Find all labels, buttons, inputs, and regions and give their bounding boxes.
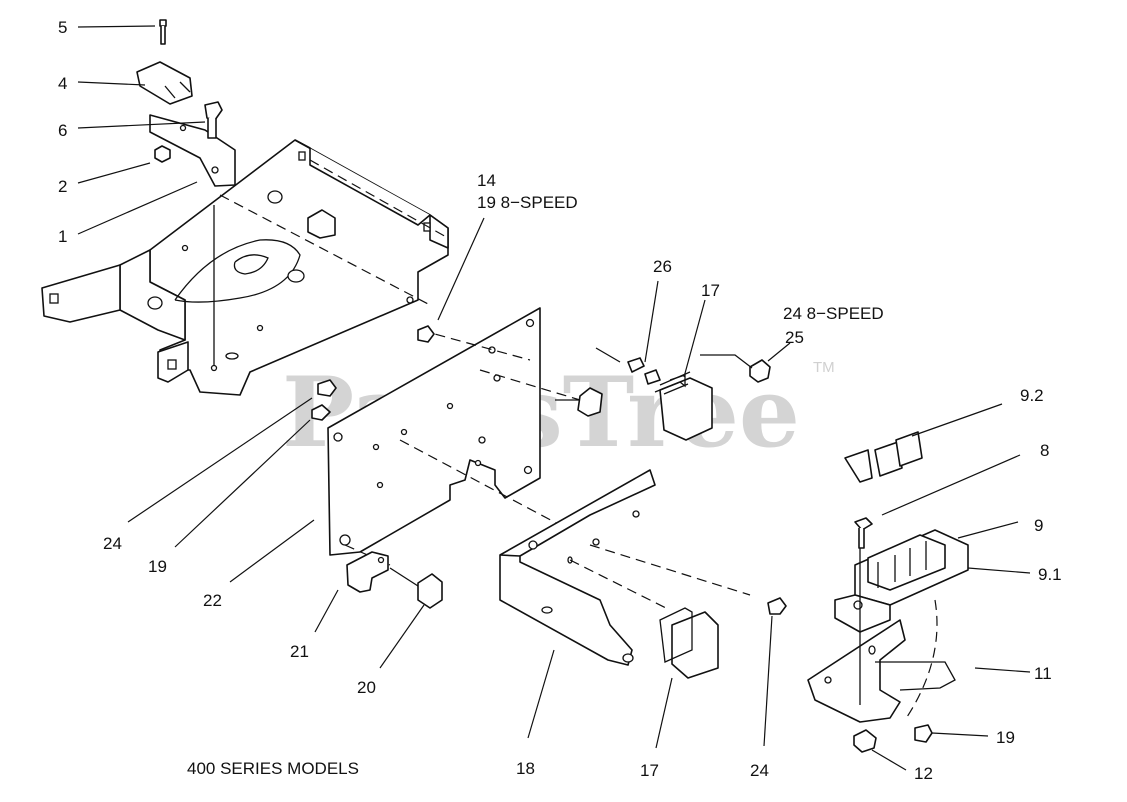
leader-lines bbox=[77, 25, 1031, 771]
fuses bbox=[844, 431, 923, 483]
callout-19-right: 19 bbox=[996, 728, 1015, 747]
callout-18: 18 bbox=[516, 759, 535, 778]
callout-1: 1 bbox=[58, 227, 67, 246]
base-plate bbox=[41, 139, 449, 396]
angle-bracket bbox=[499, 469, 751, 666]
callout-5: 5 bbox=[58, 18, 67, 37]
relay-upper bbox=[595, 347, 771, 441]
callout-2: 2 bbox=[58, 177, 67, 196]
trademark-mark: TM bbox=[813, 359, 835, 376]
callout-25: 25 bbox=[785, 328, 804, 347]
callout-11: 11 bbox=[1034, 664, 1052, 683]
callout-24-bottom: 24 bbox=[750, 761, 769, 780]
callout-14: 14 bbox=[477, 171, 496, 190]
callout-22: 22 bbox=[203, 591, 222, 610]
callout-8: 8 bbox=[1040, 441, 1049, 460]
callout-labels: 5 4 6 2 1 14 19 8−SPEED 26 17 24 8−SPEED… bbox=[58, 18, 1062, 783]
callout-17-lower: 17 bbox=[640, 761, 659, 780]
callout-9-2: 9.2 bbox=[1020, 386, 1044, 405]
callout-26: 26 bbox=[653, 257, 672, 276]
callout-19-left: 19 bbox=[148, 557, 167, 576]
center-plate bbox=[311, 307, 603, 566]
callout-12: 12 bbox=[914, 764, 933, 783]
callout-9-1: 9.1 bbox=[1038, 565, 1062, 584]
models-caption: 400 SERIES MODELS bbox=[187, 759, 359, 778]
callout-17-upper: 17 bbox=[701, 281, 720, 300]
callout-21: 21 bbox=[290, 642, 309, 661]
relay-lower bbox=[659, 597, 787, 679]
callout-4: 4 bbox=[58, 74, 67, 93]
callout-19-8-speed: 19 8−SPEED bbox=[477, 193, 578, 212]
fuse-holder bbox=[807, 517, 969, 723]
bottom-hardware bbox=[853, 724, 933, 753]
callout-24-8-speed: 24 8−SPEED bbox=[783, 304, 884, 323]
callout-6: 6 bbox=[58, 121, 67, 140]
switch-bracket bbox=[136, 19, 236, 187]
callout-9: 9 bbox=[1034, 516, 1043, 535]
callout-24-left: 24 bbox=[103, 534, 122, 553]
callout-20: 20 bbox=[357, 678, 376, 697]
cable-clamp bbox=[346, 551, 443, 609]
